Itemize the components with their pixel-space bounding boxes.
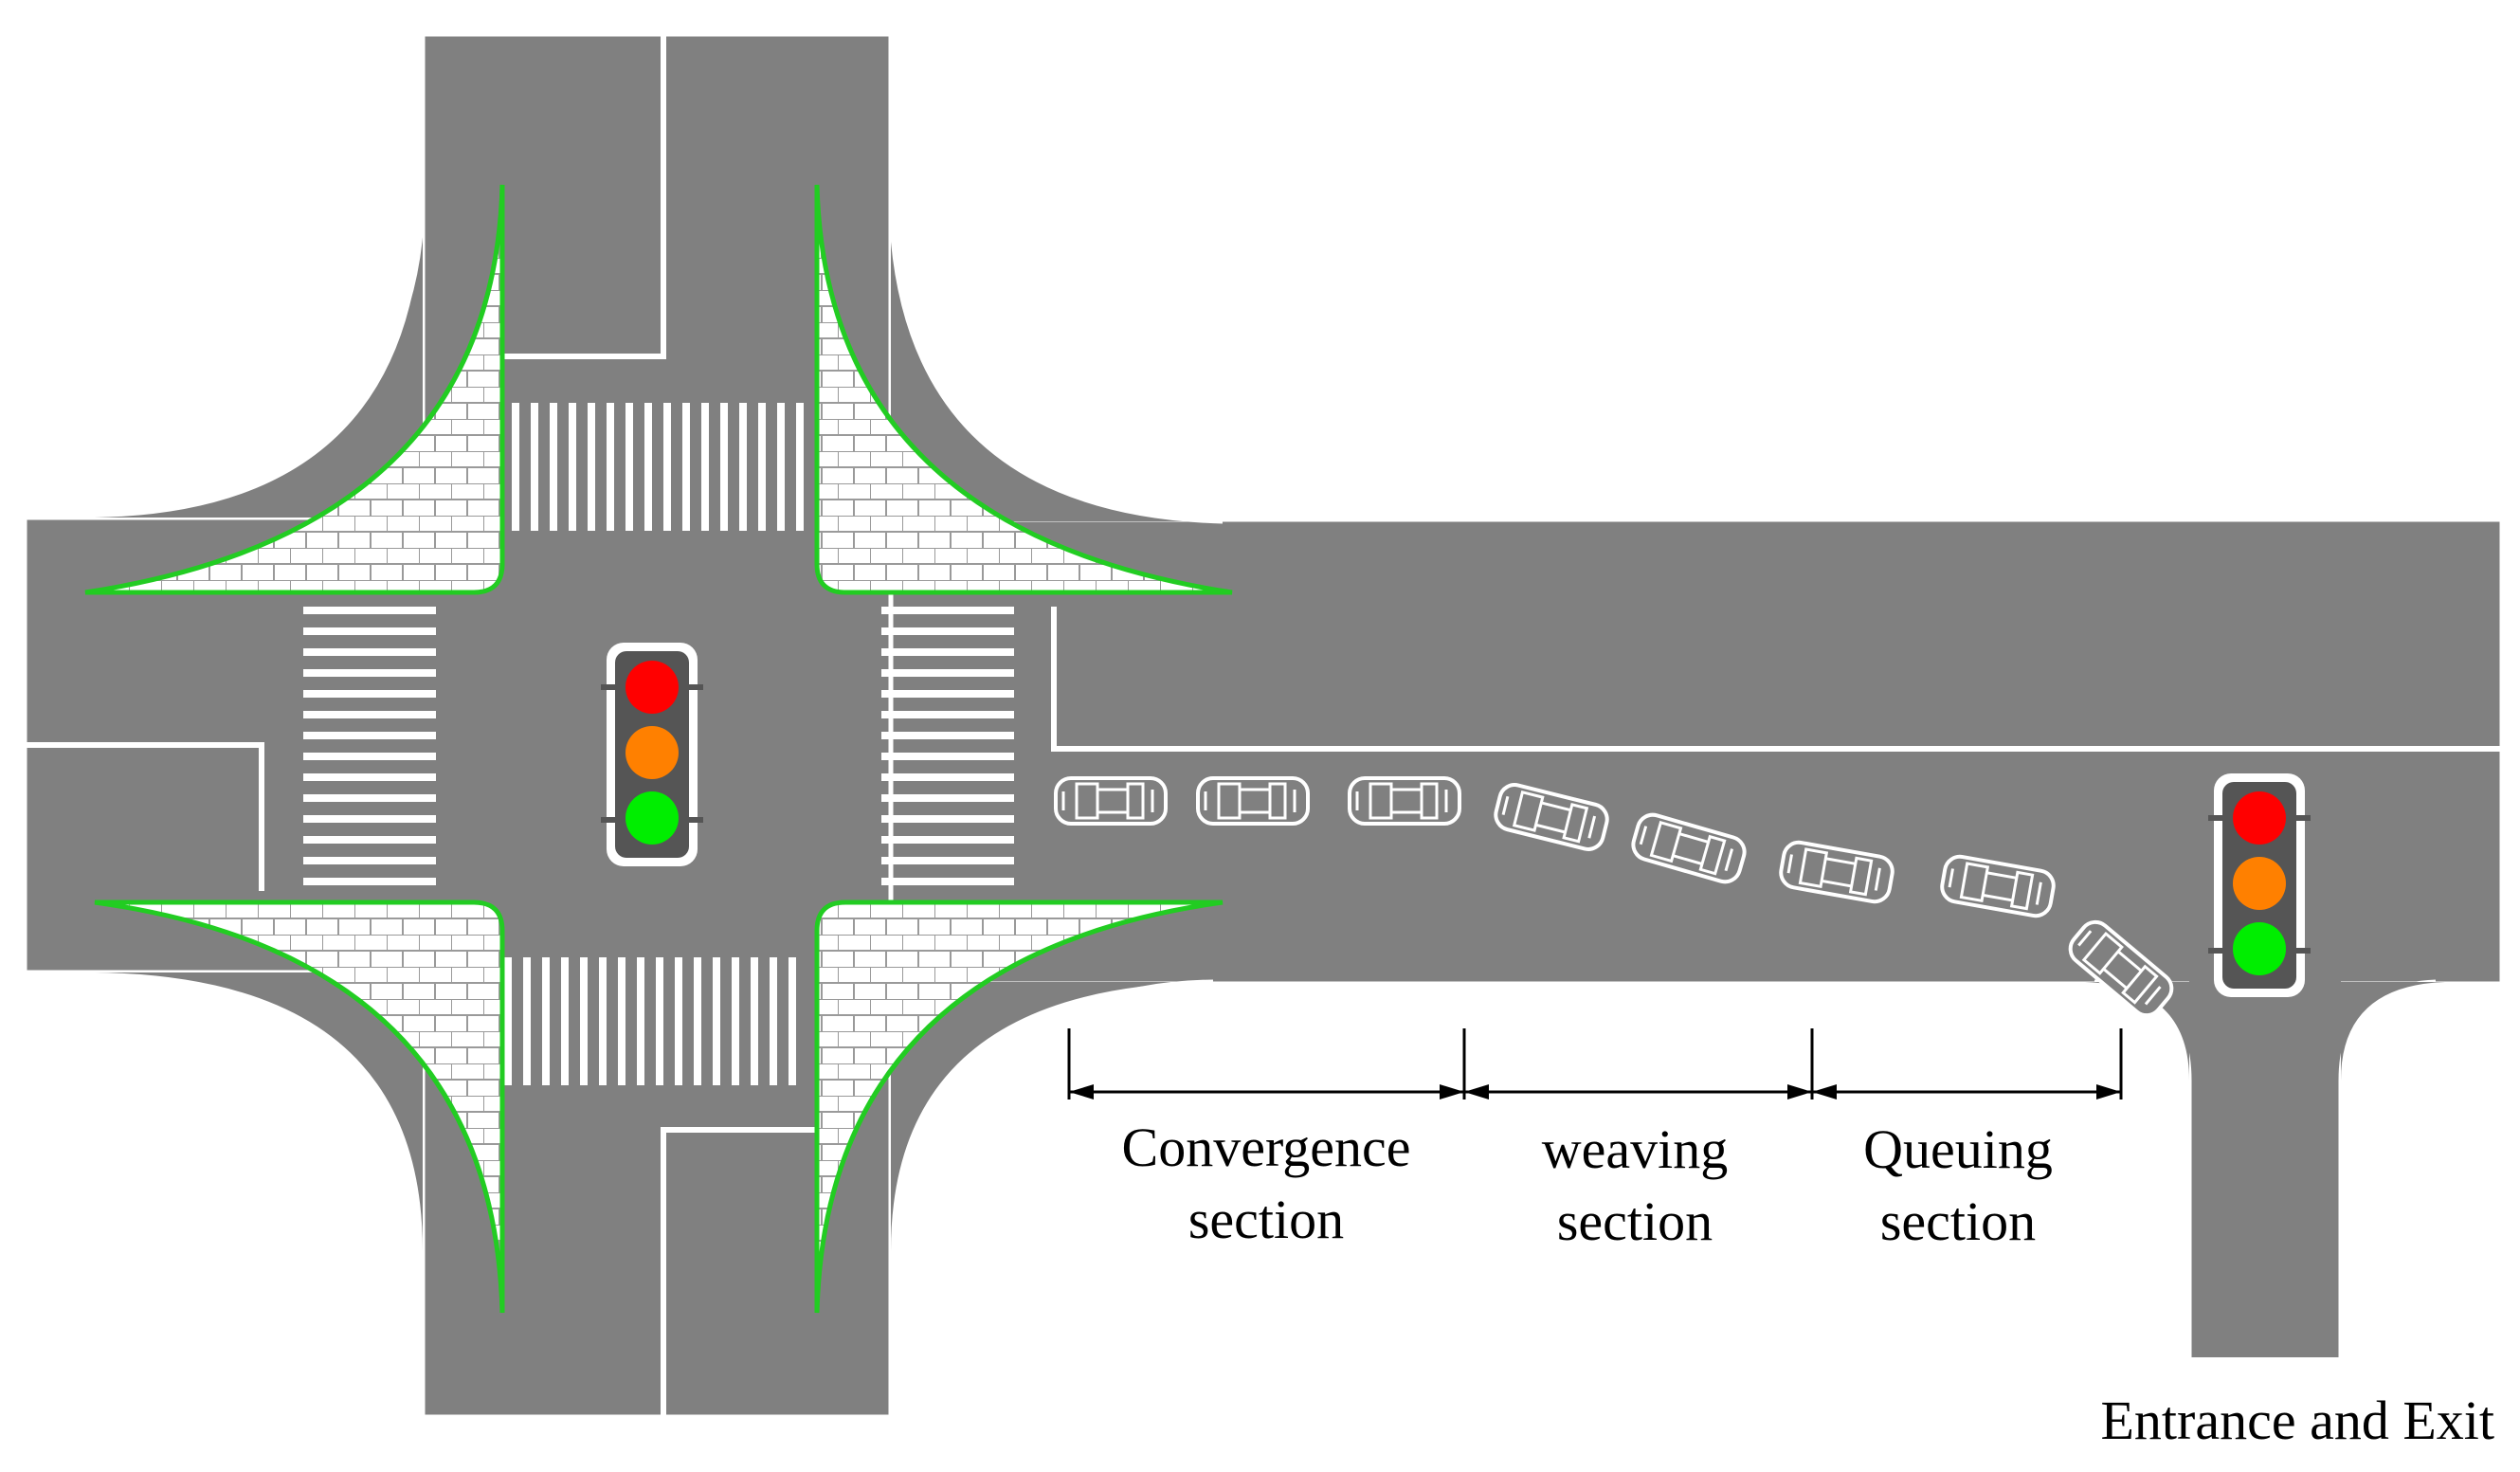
- traffic-light-icon: [2208, 773, 2311, 997]
- section-labels: Convergence section weaving section Queu…: [1122, 1117, 2494, 1451]
- signal-red-lamp: [2233, 791, 2286, 845]
- queuing-label-line1: Queuing: [1863, 1118, 2053, 1180]
- convergence-label-line1: Convergence: [1122, 1117, 1411, 1178]
- signal-red-lamp: [625, 661, 679, 714]
- signal-amber-lamp: [625, 726, 679, 779]
- west-median: [25, 742, 264, 891]
- queuing-label-line2: section: [1880, 1190, 2036, 1252]
- traffic-light-icon: [601, 643, 703, 866]
- south-median: [661, 1127, 815, 1417]
- car-icon: [1348, 776, 1461, 826]
- island-se: [814, 900, 1224, 1314]
- corner-nw: [95, 190, 423, 518]
- crosswalks: [303, 403, 1014, 1085]
- signal-amber-lamp: [2233, 857, 2286, 910]
- road-network: [22, 31, 2505, 1420]
- crosswalk-south: [504, 957, 796, 1085]
- crosswalk-west: [303, 607, 436, 885]
- corner-ne: [891, 190, 1223, 521]
- entrance-exit-label: Entrance and Exit: [2101, 1390, 2495, 1451]
- island-sw: [94, 900, 505, 1314]
- island-ne: [814, 184, 1233, 595]
- convergence-label-line2: section: [1188, 1189, 1344, 1250]
- corner-se: [891, 982, 1213, 1251]
- island-nw: [84, 184, 505, 595]
- weaving-label-line1: weaving: [1542, 1118, 1729, 1180]
- corner-sw: [95, 972, 423, 1251]
- car-icon: [1196, 776, 1310, 826]
- car-icon: [1054, 776, 1168, 826]
- north-median: [493, 34, 666, 359]
- signal-green-lamp: [2233, 922, 2286, 975]
- crosswalk-east: [881, 607, 1014, 885]
- weaving-label-line2: section: [1557, 1190, 1713, 1252]
- corner-islands: [84, 184, 1233, 1314]
- east-median: [1051, 607, 2502, 752]
- entrance-exit-road: [2189, 948, 2341, 1357]
- section-dimension-lines: [1067, 1028, 2123, 1099]
- signal-green-lamp: [625, 791, 679, 845]
- crosswalk-north: [512, 403, 804, 531]
